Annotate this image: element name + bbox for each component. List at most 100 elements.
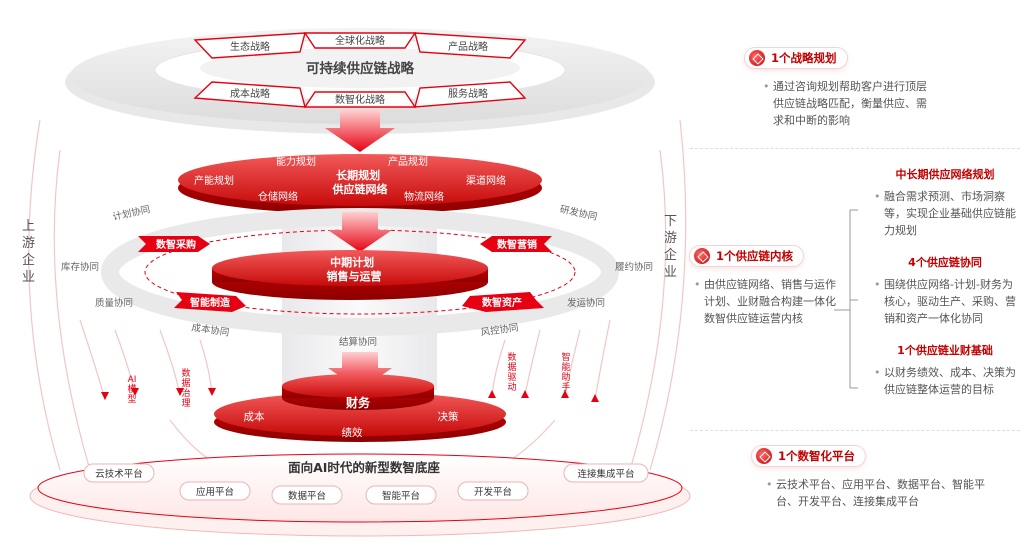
strategy-item: 数智化战略 (335, 93, 385, 106)
divider (690, 430, 1020, 431)
subitem-text: 围绕供应网络-计划-财务为核心，驱动生产、采购、营销和资产一体化协同 (870, 276, 1020, 327)
base-platform (29, 453, 691, 537)
core-bracket (834, 209, 858, 389)
arrow-network-to-sop (328, 212, 392, 252)
platform-label: 数据平台 (288, 490, 326, 502)
platform-pills (83, 463, 649, 505)
long-term-items: 能力规划 产品规划 产能规划 渠道网络 仓储网络 物流网络 (194, 155, 506, 203)
subitem-title: 中长期供应网络规划 (895, 168, 995, 181)
strategy-disk-title: 可持续供应链战略 (306, 60, 414, 77)
finance-item: 绩效 (342, 426, 363, 439)
core-subitem: 1个供应链业财基础 以财务绩效、成本、决策为供应链整体运营的目标 (870, 342, 1020, 398)
downstream-label: 下游企业 (664, 214, 679, 280)
ring-label: 质量协同 (95, 297, 133, 309)
vertical-label: 数据驱动 (507, 351, 516, 393)
badge-icon (749, 50, 765, 66)
strategy-item: 服务战略 (448, 87, 488, 100)
platform-pill (457, 481, 529, 501)
finance-item: 成本 (244, 410, 265, 423)
badge-icon (756, 448, 772, 464)
strategy-badge-label: 1个战略规划 (771, 51, 837, 65)
platform-badge: 1个数智化平台 (752, 446, 992, 466)
subitem-title: 1个供应链业财基础 (897, 344, 993, 357)
strategy-item: 全球化战略 (335, 34, 385, 47)
platform-label: 连接集成平台 (577, 468, 634, 480)
base-title: 面向AI时代的新型数智底座 (288, 460, 440, 475)
subitem-text: 融合需求预测、市场洞察等，实现企业基础供应链能力规划 (870, 188, 1020, 239)
platform-label: 应用平台 (196, 486, 234, 498)
platform-text: 云技术平台、应用平台、数据平台、智能平台、开发平台、连接集成平台 (762, 476, 992, 510)
platform-badge-label: 1个数智化平台 (778, 449, 856, 463)
settlement-label: 结算协同 (339, 336, 377, 348)
platform-section: 1个数智化平台 云技术平台、应用平台、数据平台、智能平台、开发平台、连接集成平台 (752, 446, 992, 510)
ring-label: 成本协同 (191, 321, 230, 338)
subitem-title: 4个供应链协同 (908, 256, 982, 269)
strategy-section: 1个战略规划 通过咨询规划帮助客户进行顶层供应链战略匹配，衡量供应、需求和中断的… (745, 48, 935, 129)
network-item: 仓储网络 (258, 190, 298, 203)
platform-label: 开发平台 (474, 486, 512, 498)
finance-item: 决策 (438, 410, 459, 423)
core-section: 1个供应链内核 由供应链网络、销售与运作计划、业财融合构建一体化数智供应链运营内… (690, 246, 840, 327)
tag-label: 智能制造 (190, 296, 231, 309)
ring-label: 库存协同 (61, 261, 99, 273)
tag-label: 数智营销 (497, 238, 537, 251)
platform-label: 云技术平台 (95, 468, 143, 480)
network-item: 物流网络 (404, 190, 444, 203)
core-badge-label: 1个供应链内核 (716, 249, 794, 263)
strategy-text: 通过咨询规划帮助客户进行顶层供应链战略匹配，衡量供应、需求和中断的影响 (759, 78, 935, 129)
left-flow-lines (28, 119, 231, 471)
sop-tag-labels: 数智采购 数智营销 智能制造 数智资产 (156, 238, 537, 309)
core-text: 由供应链网络、销售与运作计划、业财融合构建一体化数智供应链运营内核 (690, 276, 840, 327)
divider (690, 148, 1020, 149)
strategy-items: 生态战略 全球化战略 产品战略 成本战略 数智化战略 服务战略 (230, 34, 488, 106)
sop-tags (138, 236, 552, 312)
core-subitem: 中长期供应网络规划 融合需求预测、市场洞察等，实现企业基础供应链能力规划 (870, 166, 1020, 254)
strategy-item: 生态战略 (230, 40, 270, 53)
core-subitems: 中长期供应网络规划 融合需求预测、市场洞察等，实现企业基础供应链能力规划 4个供… (870, 166, 1020, 398)
platform-pill (563, 463, 649, 483)
tag-shape (138, 236, 210, 252)
ring-label: 计划协同 (112, 203, 152, 223)
long-term-center: 长期规划 供应链网络 (332, 168, 388, 196)
network-item: 渠道网络 (466, 174, 506, 187)
platform-pill (83, 463, 155, 483)
ring-label: 风控协同 (480, 321, 519, 338)
platform-pill (365, 485, 437, 505)
strategy-disk (65, 28, 655, 134)
vertical-label: 智能助手 (561, 351, 570, 393)
long-term-network-disk (178, 154, 542, 214)
platform-labels: 云技术平台 应用平台 数据平台 智能平台 开发平台 连接集成平台 (95, 468, 634, 502)
subitem-text: 以财务绩效、成本、决策为供应链整体运营的目标 (870, 364, 1020, 398)
tag-shape (480, 236, 552, 252)
platform-label: 智能平台 (382, 490, 420, 502)
tag-shape (462, 292, 544, 312)
platform-pill (179, 481, 251, 501)
badge-icon (694, 248, 710, 264)
strategy-badge: 1个战略规划 (745, 48, 935, 68)
network-item: 产能规划 (194, 174, 234, 187)
tag-shape (174, 292, 246, 312)
core-subitem: 4个供应链协同 围绕供应网络-计划-财务为核心，驱动生产、采购、营销和资产一体化… (870, 254, 1020, 342)
upstream-label: 上游企业 (22, 219, 37, 285)
platform-pill (271, 485, 343, 505)
vertical-label: 数据治理 (181, 367, 190, 409)
core-badge: 1个供应链内核 (690, 246, 840, 266)
strategy-item: 产品战略 (448, 40, 488, 53)
sop-center: 中期计划 销售与运营 (327, 255, 382, 283)
finance-center: 财务 (345, 395, 371, 410)
sop-disk (212, 250, 488, 300)
strategy-item: 成本战略 (230, 87, 270, 100)
network-item: 产品规划 (388, 155, 428, 168)
network-item: 能力规划 (276, 155, 316, 168)
finance-disk (214, 374, 506, 442)
ring-label: 发运协同 (567, 297, 605, 309)
tag-label: 数智资产 (482, 296, 522, 309)
ring-label: 履约协同 (615, 261, 653, 273)
ring-label: 研发协同 (559, 203, 599, 223)
tag-label: 数智采购 (156, 238, 196, 251)
side-arrowheads (101, 388, 599, 402)
finance-items: 成本 决策 绩效 (244, 410, 459, 439)
